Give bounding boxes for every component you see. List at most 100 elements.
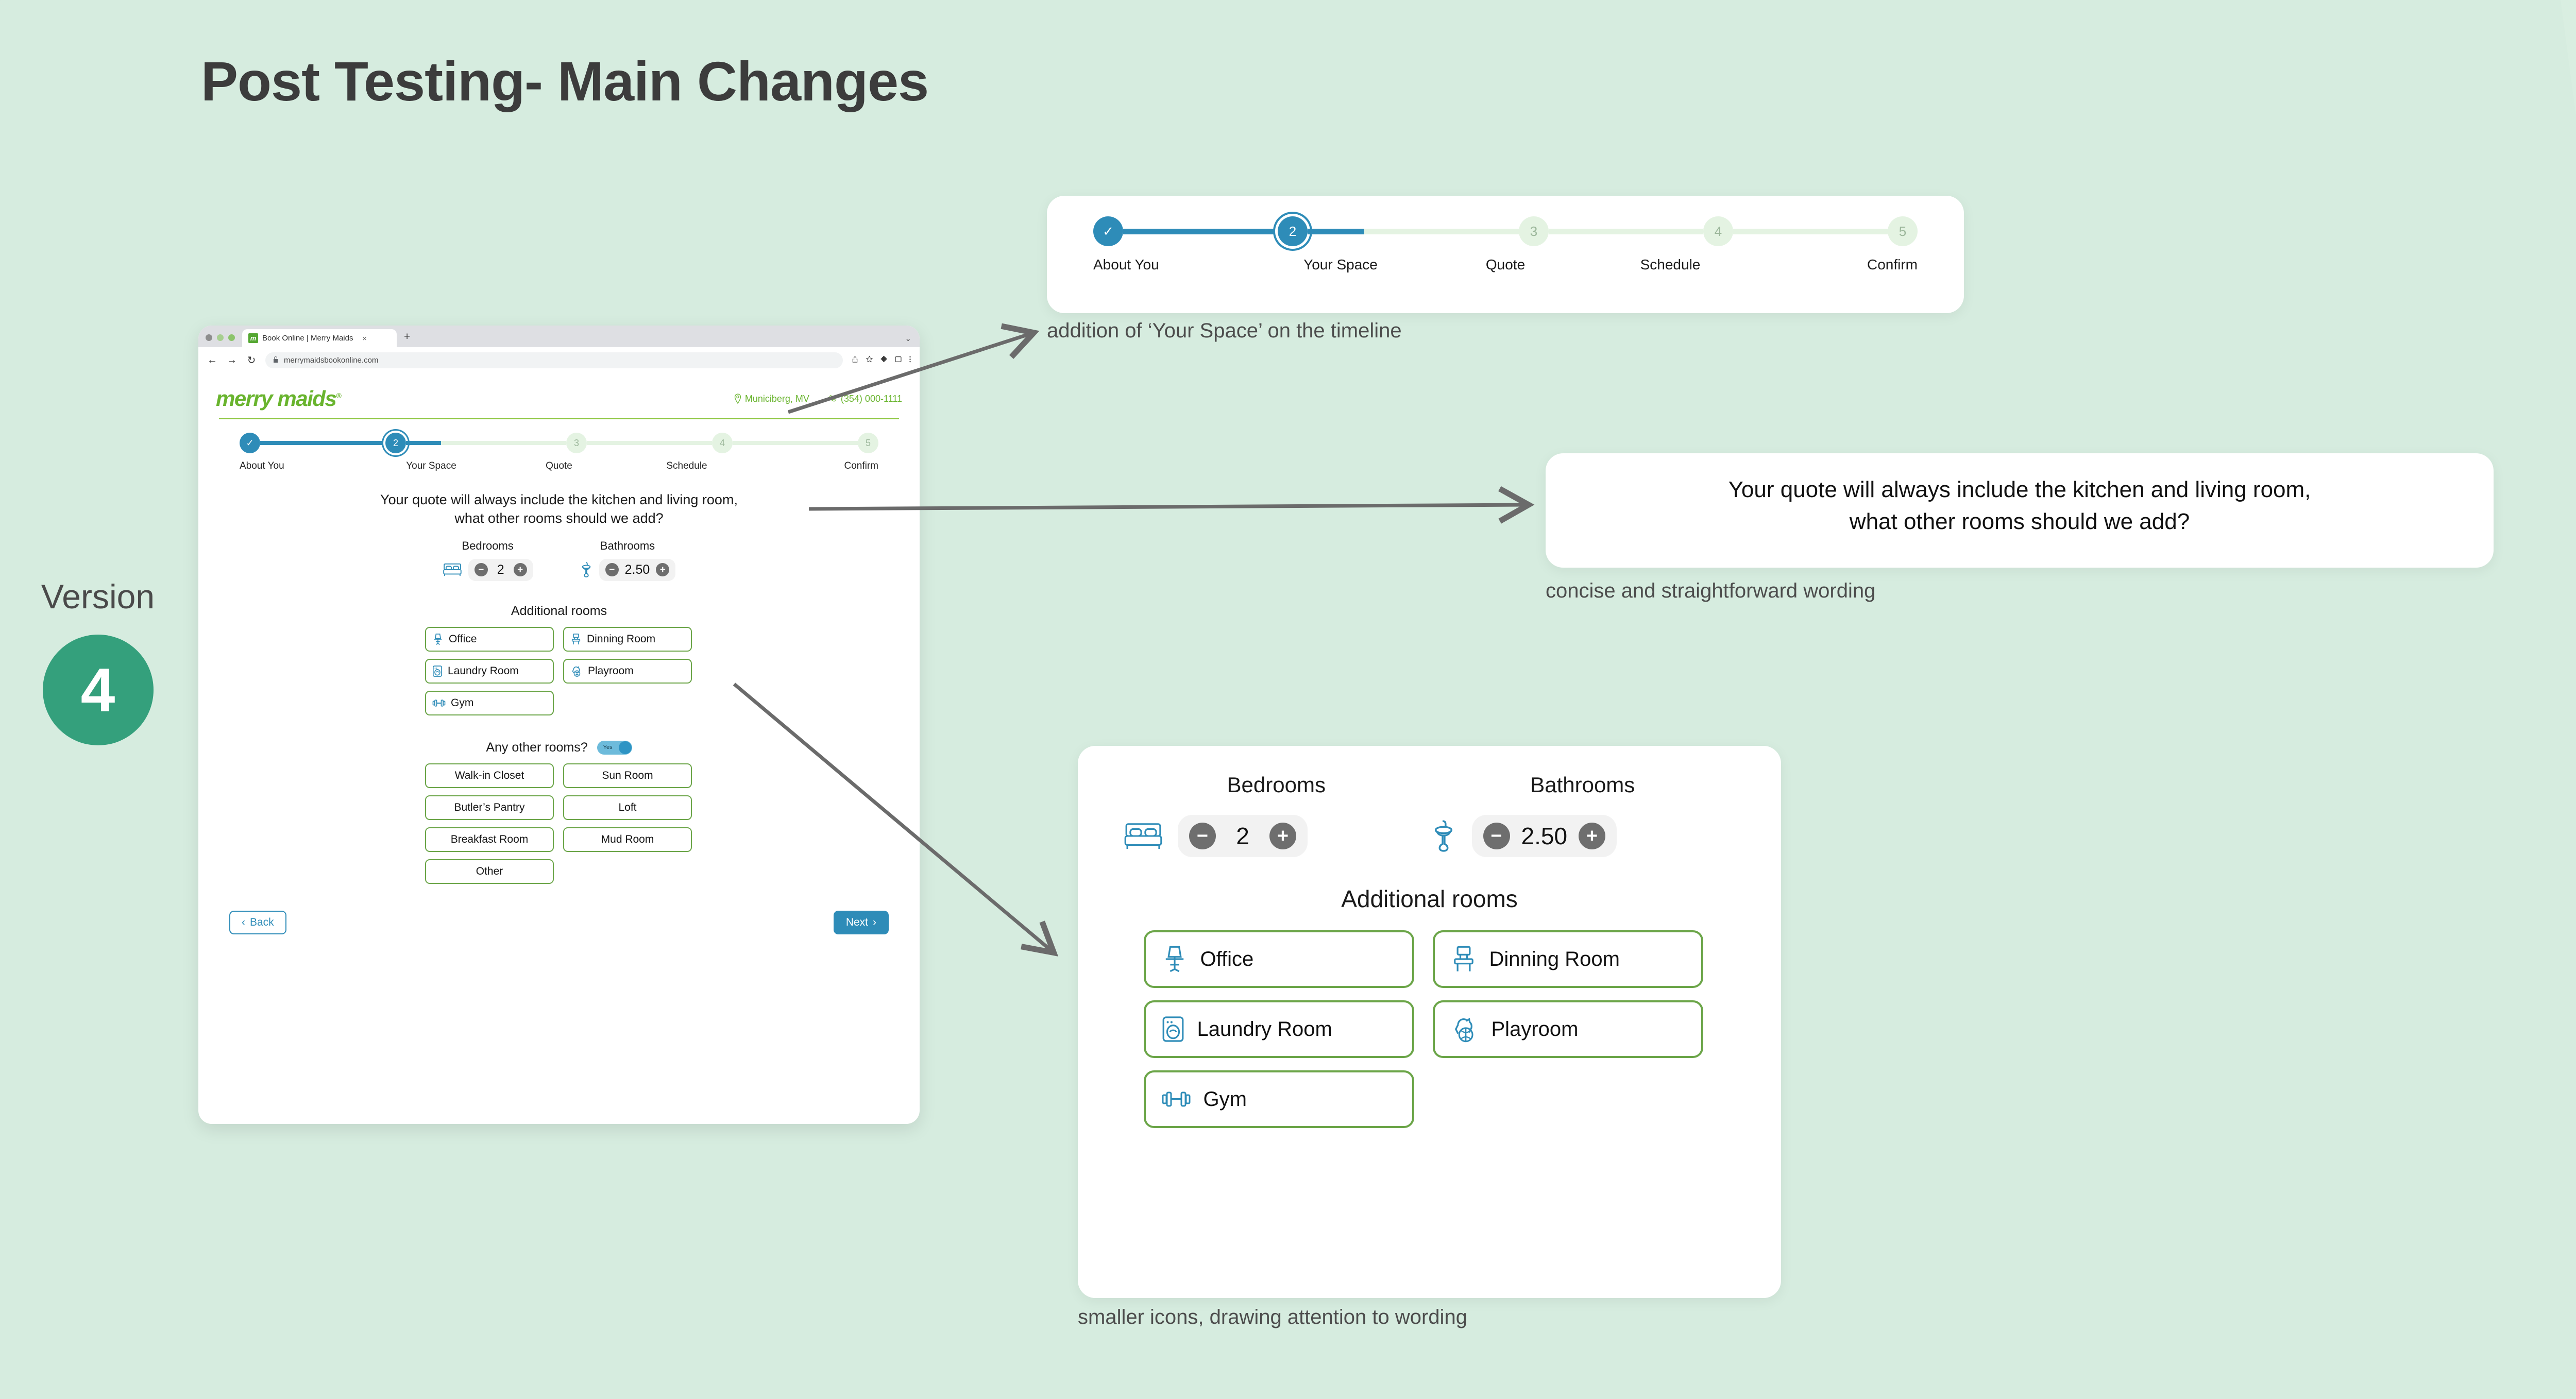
site-header: merry maids® Municiberg, MV (354) 000-11… <box>216 386 902 411</box>
callout-room-counters: Bedrooms − 2 + Bathrooms <box>1078 773 1781 857</box>
room-option-playroom[interactable]: Playroom <box>563 658 692 684</box>
forward-arrow-icon[interactable]: → <box>227 354 237 366</box>
bedrooms-increment-button[interactable]: + <box>513 563 527 577</box>
back-button[interactable]: ‹ Back <box>229 910 286 934</box>
office-chair-icon <box>432 633 444 645</box>
room-option-label: Dinning Room <box>587 633 656 645</box>
room-option-laundry-room[interactable]: Laundry Room <box>425 658 554 684</box>
window-maximize-dot[interactable] <box>228 334 235 341</box>
star-icon[interactable] <box>866 355 873 365</box>
room-option-label: Laundry Room <box>448 664 519 677</box>
step-label-1: About You <box>240 460 284 471</box>
toggle-knob <box>618 741 632 754</box>
callout-step-node-1[interactable]: ✓ <box>1093 216 1123 246</box>
room-option-label: Office <box>449 633 477 645</box>
room-option-gym[interactable]: Gym <box>425 690 554 715</box>
other-room-chip[interactable]: Loft <box>563 795 692 820</box>
back-arrow-icon[interactable]: ← <box>207 354 217 366</box>
merry-maids-logo[interactable]: merry maids® <box>216 386 342 411</box>
other-room-chip[interactable]: Breakfast Room <box>425 827 554 852</box>
callout-step-label-1: About You <box>1093 257 1159 272</box>
callout-step-node-3[interactable]: 3 <box>1519 216 1549 246</box>
bathrooms-label: Bathrooms <box>600 539 655 552</box>
callout-additional-rooms-title: Additional rooms <box>1341 885 1518 912</box>
dining-chair-icon <box>570 633 582 645</box>
other-room-chip[interactable]: Walk-in Closet <box>425 763 554 788</box>
browser-tab-bar: m Book Online | Merry Maids × + ⌄ <box>198 326 920 347</box>
browser-tab-title: Book Online | Merry Maids <box>262 334 353 343</box>
location-item[interactable]: Municiberg, MV <box>734 394 809 404</box>
additional-rooms-title: Additional rooms <box>511 603 607 618</box>
room-option-office[interactable]: Office <box>1143 930 1414 988</box>
extensions-icon[interactable] <box>880 355 888 365</box>
callout-step-label-4: Schedule <box>1640 257 1701 272</box>
phone-item[interactable]: (354) 000-1111 <box>829 394 902 404</box>
step-node-5[interactable]: 5 <box>858 433 878 453</box>
step-node-3[interactable]: 3 <box>566 433 587 453</box>
page-title: Post Testing- Main Changes <box>201 50 929 112</box>
room-option-playroom[interactable]: Playroom <box>1432 1000 1703 1058</box>
window-controls <box>206 334 235 347</box>
step-label-5: Confirm <box>844 460 878 471</box>
reload-icon[interactable]: ↻ <box>247 354 256 366</box>
room-option-dinning-room[interactable]: Dinning Room <box>1432 930 1703 988</box>
phone-text: (354) 000-1111 <box>840 393 902 404</box>
chevron-down-icon[interactable]: ⌄ <box>905 334 911 343</box>
window-minimize-dot[interactable] <box>217 334 224 341</box>
callout-step-label-2: Your Space <box>1303 257 1378 272</box>
other-room-chip[interactable]: Sun Room <box>563 763 692 788</box>
chevron-left-icon: ‹ <box>242 916 245 928</box>
next-button-label: Next <box>845 916 868 928</box>
bathrooms-decrement-button[interactable]: − <box>1483 823 1510 849</box>
room-option-laundry-room[interactable]: Laundry Room <box>1143 1000 1414 1058</box>
sink-icon <box>1430 818 1458 854</box>
bathrooms-increment-button[interactable]: + <box>656 563 670 577</box>
lock-icon <box>273 356 279 365</box>
other-room-chip[interactable]: Butler’s Pantry <box>425 795 554 820</box>
menu-icon[interactable] <box>909 355 911 365</box>
room-option-label: Playroom <box>1491 1017 1579 1040</box>
new-tab-icon[interactable]: + <box>404 331 411 343</box>
bathrooms-decrement-button[interactable]: − <box>605 563 619 577</box>
window-close-dot[interactable] <box>206 334 212 341</box>
callout-bedrooms-stepper: − 2 + <box>1178 815 1308 857</box>
form-navigation: ‹ Back Next › <box>229 910 889 934</box>
quote-line-2: what other rooms should we add? <box>1849 509 2190 535</box>
step-node-1[interactable]: ✓ <box>240 433 260 453</box>
room-option-gym[interactable]: Gym <box>1143 1070 1414 1128</box>
next-button[interactable]: Next › <box>833 910 889 934</box>
callout-bathrooms-value: 2.50 <box>1521 823 1568 849</box>
callout-step-label-3: Quote <box>1485 257 1526 272</box>
bedrooms-decrement-button[interactable]: − <box>1189 823 1216 849</box>
callout-step-connector-1 <box>1123 228 1278 234</box>
step-node-2[interactable]: 2 <box>385 433 406 453</box>
location-text: Municiberg, MV <box>744 393 809 404</box>
bedrooms-decrement-button[interactable]: − <box>474 563 488 577</box>
other-room-chip[interactable]: Other <box>425 859 554 884</box>
close-icon[interactable]: × <box>362 334 367 343</box>
space-question-line2: what other rooms should we add? <box>454 510 664 526</box>
room-option-office[interactable]: Office <box>425 626 554 652</box>
bedrooms-stepper: − 2 + <box>468 558 533 581</box>
bathrooms-increment-button[interactable]: + <box>1579 823 1606 849</box>
room-option-dinning-room[interactable]: Dinning Room <box>563 626 692 652</box>
callout-step-node-2[interactable]: 2 <box>1278 216 1308 246</box>
any-other-rooms-toggle[interactable]: Yes <box>597 740 632 755</box>
callout-step-node-4[interactable]: 4 <box>1703 216 1733 246</box>
other-room-chip[interactable]: Mud Room <box>563 827 692 852</box>
timeline-callout-card: ✓ 2 3 4 5 About You Your Space Quote Sch… <box>1047 196 1964 313</box>
room-option-label: Dinning Room <box>1489 947 1620 970</box>
timeline-progress: ✓ 2 3 4 5 About You Your Space Quote Sch… <box>1047 196 1964 273</box>
quote-line-1: Your quote will always include the kitch… <box>1728 477 2311 502</box>
space-question: Your quote will always include the kitch… <box>247 490 871 528</box>
browser-mockup: m Book Online | Merry Maids × + ⌄ ← → ↻ … <box>198 326 920 1124</box>
bedrooms-increment-button[interactable]: + <box>1269 823 1296 849</box>
callout-step-connector-2a <box>1308 228 1364 234</box>
step-node-4[interactable]: 4 <box>712 433 733 453</box>
merry-maids-favicon: m <box>248 333 258 343</box>
share-icon[interactable] <box>851 355 859 365</box>
url-input[interactable]: merrymaidsbookonline.com <box>265 352 843 368</box>
browser-tab[interactable]: m Book Online | Merry Maids × <box>242 329 397 347</box>
callout-step-node-5[interactable]: 5 <box>1888 216 1918 246</box>
sidepanel-icon[interactable] <box>894 355 902 365</box>
